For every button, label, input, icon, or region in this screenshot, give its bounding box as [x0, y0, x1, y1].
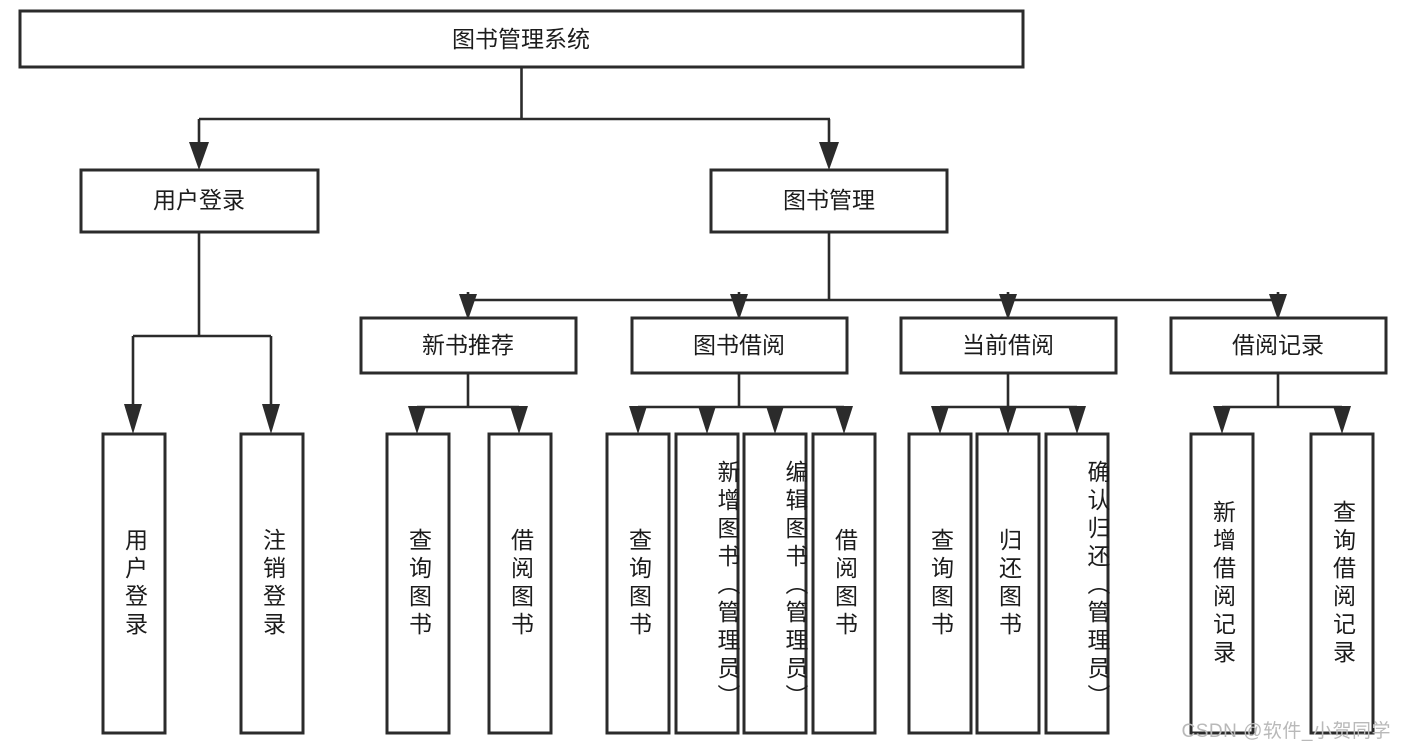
- arrow-head-add-book: [698, 406, 716, 434]
- node-user-login-box[interactable]: [79, 168, 320, 234]
- arrow-head-current-borrow: [999, 294, 1017, 320]
- node-root-box[interactable]: [18, 9, 1025, 69]
- node-user-login-label: 用户登录: [153, 187, 245, 213]
- leaf-query-book-2-label: 查询图书: [625, 527, 652, 640]
- leaf-edit-book-box[interactable]: [742, 432, 808, 735]
- leaf-borrow-book-1-box[interactable]: [487, 432, 553, 735]
- leaf-return-book[interactable]: 归还图书: [975, 432, 1041, 735]
- leaf-query-book-3[interactable]: 查询图书: [907, 432, 973, 735]
- arrow-head-leaf-logout: [262, 404, 280, 434]
- node-new-book-recommend-label: 新书推荐: [422, 332, 514, 358]
- node-new-book-recommend[interactable]: 新书推荐: [359, 316, 578, 375]
- leaf-borrow-book-2[interactable]: 借阅图书: [811, 432, 877, 735]
- leaf-logout-login-label: 注销登录: [259, 527, 286, 640]
- leaf-borrow-book-1[interactable]: 借阅图书: [487, 432, 553, 735]
- leaf-borrow-book-2-box[interactable]: [811, 432, 877, 735]
- arrow-head-query-record: [1333, 406, 1351, 434]
- node-book-manage[interactable]: 图书管理: [709, 168, 949, 234]
- leaf-edit-book[interactable]: 编辑图书（管理员）: [742, 432, 808, 735]
- arrow-head-confirm-return: [1068, 406, 1086, 434]
- leaf-query-book-1-label: 查询图书: [405, 527, 432, 640]
- node-root[interactable]: 图书管理系统: [18, 9, 1025, 69]
- arrow-head-edit-book: [766, 406, 784, 434]
- leaf-query-book-2[interactable]: 查询图书: [605, 432, 671, 735]
- leaf-user-login-box[interactable]: [101, 432, 167, 735]
- arrow-head-query-book-3: [931, 406, 949, 434]
- node-current-borrow-box[interactable]: [899, 316, 1118, 375]
- connector-group-user-login: [124, 232, 280, 434]
- arrow-head-borrow-book-2: [835, 406, 853, 434]
- leaf-query-record[interactable]: 查询借阅记录: [1309, 432, 1375, 735]
- connector-group-book-manage: [459, 232, 1287, 320]
- leaf-query-book-1-box[interactable]: [385, 432, 451, 735]
- node-borrow-record-box[interactable]: [1169, 316, 1388, 375]
- arrow-head-user-login: [189, 142, 209, 170]
- leaf-query-book-3-label: 查询图书: [927, 527, 954, 640]
- leaf-logout-login[interactable]: 注销登录: [239, 432, 305, 735]
- node-book-manage-label: 图书管理: [783, 187, 875, 213]
- leaf-query-book-1[interactable]: 查询图书: [385, 432, 451, 735]
- node-new-book-recommend-box[interactable]: [359, 316, 578, 375]
- arrow-head-borrow-record: [1269, 294, 1287, 320]
- connector-group-root: [189, 67, 839, 170]
- leaf-edit-book-label: 编辑图书（管理员）: [782, 459, 808, 712]
- connector-group-borrow-record: [1213, 373, 1351, 434]
- arrow-head-new-book-recommend: [459, 294, 477, 320]
- leaf-confirm-return-box[interactable]: [1044, 432, 1110, 735]
- node-current-borrow-label: 当前借阅: [962, 332, 1054, 358]
- csdn-watermark: CSDN @软件_小贺同学: [1181, 721, 1391, 742]
- leaf-query-book-3-box[interactable]: [907, 432, 973, 735]
- node-user-login[interactable]: 用户登录: [79, 168, 320, 234]
- arrow-head-add-record: [1213, 406, 1231, 434]
- leaf-borrow-book-2-label: 借阅图书: [831, 527, 858, 640]
- leaf-return-book-label: 归还图书: [995, 527, 1022, 640]
- arrow-head-borrow-book-1: [510, 406, 528, 434]
- leaf-confirm-return-label: 确认归还（管理员）: [1084, 459, 1110, 712]
- node-book-manage-box[interactable]: [709, 168, 949, 234]
- leaf-query-book-2-box[interactable]: [605, 432, 671, 735]
- leaf-query-record-label: 查询借阅记录: [1329, 499, 1356, 668]
- node-book-borrow[interactable]: 图书借阅: [630, 316, 849, 375]
- leaf-return-book-box[interactable]: [975, 432, 1041, 735]
- node-borrow-record[interactable]: 借阅记录: [1169, 316, 1388, 375]
- arrow-head-book-borrow: [730, 294, 748, 320]
- connector-group-new-book-recommend: [408, 373, 528, 434]
- leaf-add-record-label: 新增借阅记录: [1209, 499, 1236, 668]
- leaf-add-book-box[interactable]: [674, 432, 740, 735]
- leaf-logout-login-box[interactable]: [239, 432, 305, 735]
- leaf-query-record-box[interactable]: [1309, 432, 1375, 735]
- leaf-user-login[interactable]: 用户登录: [101, 432, 167, 735]
- node-root-label: 图书管理系统: [452, 26, 590, 52]
- leaf-user-login-label: 用户登录: [121, 527, 148, 640]
- leaf-add-book-label: 新增图书（管理员）: [714, 459, 740, 712]
- node-borrow-record-label: 借阅记录: [1232, 332, 1324, 358]
- node-book-borrow-box[interactable]: [630, 316, 849, 375]
- arrow-head-query-book-2: [629, 406, 647, 434]
- node-current-borrow[interactable]: 当前借阅: [899, 316, 1118, 375]
- leaf-add-record-box[interactable]: [1189, 432, 1255, 735]
- leaf-borrow-book-1-label: 借阅图书: [507, 527, 534, 640]
- node-book-borrow-label: 图书借阅: [693, 332, 785, 358]
- leaf-add-book[interactable]: 新增图书（管理员）: [674, 432, 740, 735]
- connector-group-book-borrow: [629, 373, 853, 434]
- arrow-head-query-book-1: [408, 406, 426, 434]
- arrow-head-return-book: [999, 406, 1017, 434]
- connector-group-current-borrow: [931, 373, 1086, 434]
- leaf-add-record[interactable]: 新增借阅记录: [1189, 432, 1255, 735]
- arrow-head-book-manage: [819, 142, 839, 170]
- leaf-confirm-return[interactable]: 确认归还（管理员）: [1044, 432, 1110, 735]
- arrow-head-leaf-user-login: [124, 404, 142, 434]
